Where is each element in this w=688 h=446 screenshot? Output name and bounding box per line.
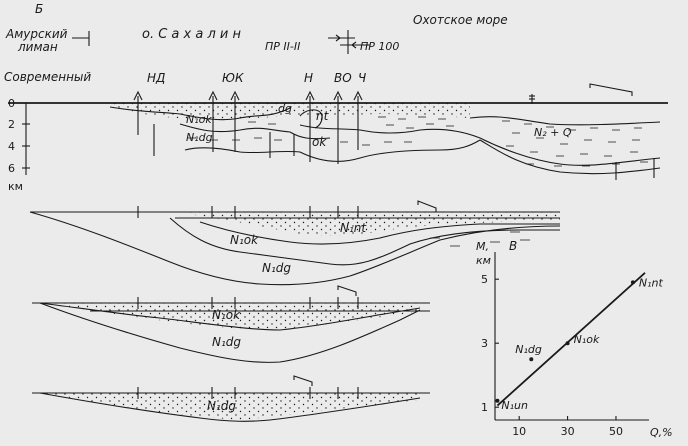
unit-n1dg: N₁dg	[186, 131, 213, 144]
stage3-unit-ok: N₁ok	[212, 308, 241, 322]
chart-trend-line	[496, 272, 646, 407]
chart-point-2	[565, 341, 570, 346]
unit-n2q: N₂ + Q	[534, 126, 572, 139]
amur-arrow-marker	[72, 31, 90, 46]
stage4-section	[32, 375, 430, 422]
profile-right-label: ПР 100	[360, 40, 399, 53]
panel-letter-b: Б	[35, 2, 43, 16]
chart-point-label-0: N₁un	[501, 399, 528, 412]
profile-left-label: ПР II-II	[265, 40, 300, 53]
chart-x-tick-label-0: 10	[512, 425, 526, 438]
chart-y-tick-label-0: 1	[481, 401, 488, 414]
depth-tick-4: 4	[8, 140, 15, 153]
okhotsk-sea-label: Охотское море	[413, 13, 508, 27]
sakhalin-label: о. С а х а л и н	[142, 27, 241, 42]
well-label-nd: НД	[147, 71, 165, 85]
chart-point-0	[495, 398, 500, 403]
chart-y-tick-label-2: 5	[481, 273, 488, 286]
depth-unit: км	[8, 180, 23, 193]
stage4-unit-dg: N₁dg	[207, 399, 236, 413]
modern-section	[8, 83, 668, 180]
chart-x-tick-label-2: 50	[609, 425, 623, 438]
chart-point-label-3: N₁nt	[639, 276, 664, 289]
unit-n1ok: N₁ok	[186, 113, 212, 126]
chart-ylabel-2: км	[476, 254, 491, 267]
chart-x-tick-label-1: 30	[561, 425, 575, 438]
modern-stage-label: Современный	[4, 70, 91, 84]
chart-xlabel: Q,%	[650, 426, 673, 439]
unit-dg-top: dg	[278, 102, 292, 115]
chart-point-label-2: N₁ok	[574, 333, 600, 346]
stage3-section	[32, 285, 430, 363]
well-label-n: Н	[304, 71, 313, 85]
stage2-section	[29, 200, 561, 286]
profile-junction-marker	[328, 30, 370, 54]
chart-y-tick-label-1: 3	[481, 337, 488, 350]
chart-panel-letter: В	[509, 239, 517, 253]
stage2-unit-nt: N₁nt	[340, 221, 367, 235]
well-label-yuk: ЮК	[222, 71, 244, 85]
chart-point-1	[529, 357, 534, 362]
depth-axis: 0 2 4 6 км	[8, 97, 30, 193]
chart-point-3	[630, 280, 635, 285]
amur-liman-label-2: лиман	[17, 40, 58, 54]
chart-point-label-1: N₁dg	[515, 343, 542, 356]
unit-ok: ok	[312, 135, 327, 149]
well-label-vo: ВО	[334, 71, 352, 85]
stage2-unit-dg: N₁dg	[262, 261, 291, 275]
unit-nt: nt	[316, 109, 330, 123]
depth-tick-6: 6	[8, 162, 15, 175]
stage2-unit-ok: N₁ok	[230, 233, 259, 247]
stage3-unit-dg: N₁dg	[212, 335, 241, 349]
chart-ylabel-1: М,	[476, 240, 489, 253]
well-label-ch: Ч	[358, 71, 366, 85]
amur-liman-label-1: Амурский	[5, 27, 68, 41]
depth-tick-2: 2	[8, 118, 15, 131]
